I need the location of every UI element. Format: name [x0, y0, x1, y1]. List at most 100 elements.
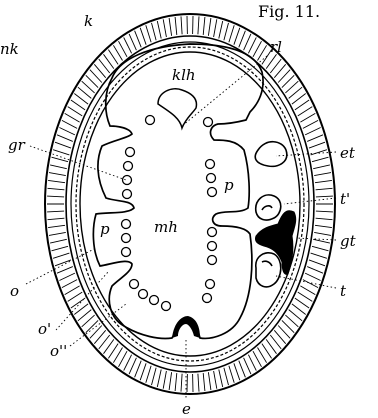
hatch-stroke	[307, 135, 323, 142]
hatch-stroke	[135, 361, 142, 378]
t-prime-organ	[256, 195, 281, 220]
hatch-stroke	[309, 260, 325, 266]
hatch-stroke	[234, 28, 240, 45]
hatch-stroke	[74, 304, 88, 315]
hatch-stroke	[119, 351, 128, 367]
hatch-stroke	[253, 41, 262, 57]
hatch-stroke	[52, 246, 69, 251]
gt-organ	[255, 211, 295, 275]
hatch-stroke	[300, 113, 315, 122]
hatch-stroke	[65, 286, 80, 295]
hatch-stroke	[62, 280, 77, 288]
hatch-stroke	[311, 150, 327, 155]
hatch-stroke	[229, 25, 234, 42]
hatch-stroke	[229, 366, 234, 383]
label-p-right: p	[224, 176, 234, 194]
hatch-stroke	[108, 344, 118, 359]
hatch-stroke	[53, 150, 69, 155]
hatch-stroke	[315, 225, 332, 227]
hatch-stroke	[68, 292, 83, 301]
hatch-stroke	[152, 368, 157, 385]
hatch-stroke	[224, 23, 229, 40]
hatch-stroke	[214, 371, 217, 389]
hatch-stroke	[239, 361, 246, 378]
hatch-stroke	[298, 292, 313, 301]
label-p-left: p	[100, 220, 110, 238]
hatch-stroke	[157, 21, 161, 39]
hatch-stroke	[50, 239, 67, 243]
hatch-stroke	[298, 107, 313, 116]
hatch-stroke	[124, 37, 132, 53]
label-t: t	[340, 282, 347, 300]
hatch-stroke	[214, 19, 217, 37]
hatch-stroke	[140, 363, 146, 380]
hatch-stroke	[78, 87, 91, 98]
hatch-stroke	[52, 157, 69, 162]
hatch-stroke	[169, 372, 172, 390]
hatch-stroke	[175, 373, 177, 391]
hatch-stroke	[49, 173, 66, 176]
hatch-stroke	[307, 267, 323, 274]
hatch-stroke	[224, 368, 229, 385]
hatch-stroke	[129, 34, 136, 50]
hatch-stroke	[316, 196, 333, 197]
hatch-stroke	[292, 304, 306, 315]
hatch-stroke	[108, 50, 118, 65]
hatch-stroke	[181, 16, 182, 34]
e-notch	[172, 316, 200, 338]
hatch-stroke	[163, 19, 166, 37]
hatch-stroke	[175, 17, 177, 35]
hatch-stroke	[198, 374, 199, 392]
hatch-stroke	[248, 355, 256, 371]
hatch-stroke	[309, 142, 325, 148]
hatch-stroke	[68, 107, 83, 116]
label-o: o	[10, 282, 19, 300]
hatch-stroke	[163, 371, 166, 389]
label-gr: gr	[8, 136, 26, 154]
hatch-stroke	[49, 232, 66, 235]
hatch-stroke	[55, 260, 71, 266]
hatch-stroke	[198, 16, 199, 34]
hatch-stroke	[305, 128, 321, 135]
hatch-stroke	[289, 310, 302, 321]
hatch-stroke	[258, 348, 267, 363]
hatch-stroke	[157, 370, 161, 388]
hatch-stroke	[65, 113, 80, 122]
label-fig-caption: Fig. 11.	[258, 2, 320, 21]
label-klh: klh	[172, 66, 196, 84]
hatch-stroke	[316, 211, 333, 212]
hatch-stroke	[113, 348, 122, 363]
label-rl: rl	[270, 38, 282, 56]
hatch-stroke	[113, 45, 122, 60]
hatch-stroke	[314, 232, 331, 235]
hatch-stroke	[219, 370, 223, 388]
hatch-stroke	[48, 225, 65, 227]
pore-row-left	[122, 116, 171, 311]
hatch-stroke	[53, 253, 69, 258]
hatch-stroke	[82, 315, 95, 327]
hatch-stroke	[50, 165, 67, 169]
hatch-stroke	[244, 34, 251, 50]
hatch-stroke	[62, 120, 77, 128]
hatch-stroke	[314, 173, 331, 176]
hatch-stroke	[203, 17, 205, 35]
hatch-stroke	[253, 351, 262, 367]
hatch-stroke	[208, 372, 211, 390]
label-mh: mh	[154, 218, 178, 236]
hatch-stroke	[59, 128, 75, 135]
label-gt: gt	[340, 232, 357, 250]
hatch-stroke	[234, 363, 240, 380]
hatch-stroke	[295, 100, 309, 110]
label-t-prime: t'	[340, 190, 350, 208]
hatch-stroke	[303, 120, 318, 128]
hatch-stroke	[71, 100, 85, 110]
hatch-stroke	[312, 246, 329, 251]
t-organ	[256, 253, 281, 287]
label-k: k	[84, 12, 93, 30]
hatch-stroke	[289, 87, 302, 98]
hatch-stroke	[48, 188, 65, 190]
pore-row-right	[203, 118, 217, 303]
et-organ	[255, 142, 287, 167]
hatch-stroke	[311, 253, 327, 258]
